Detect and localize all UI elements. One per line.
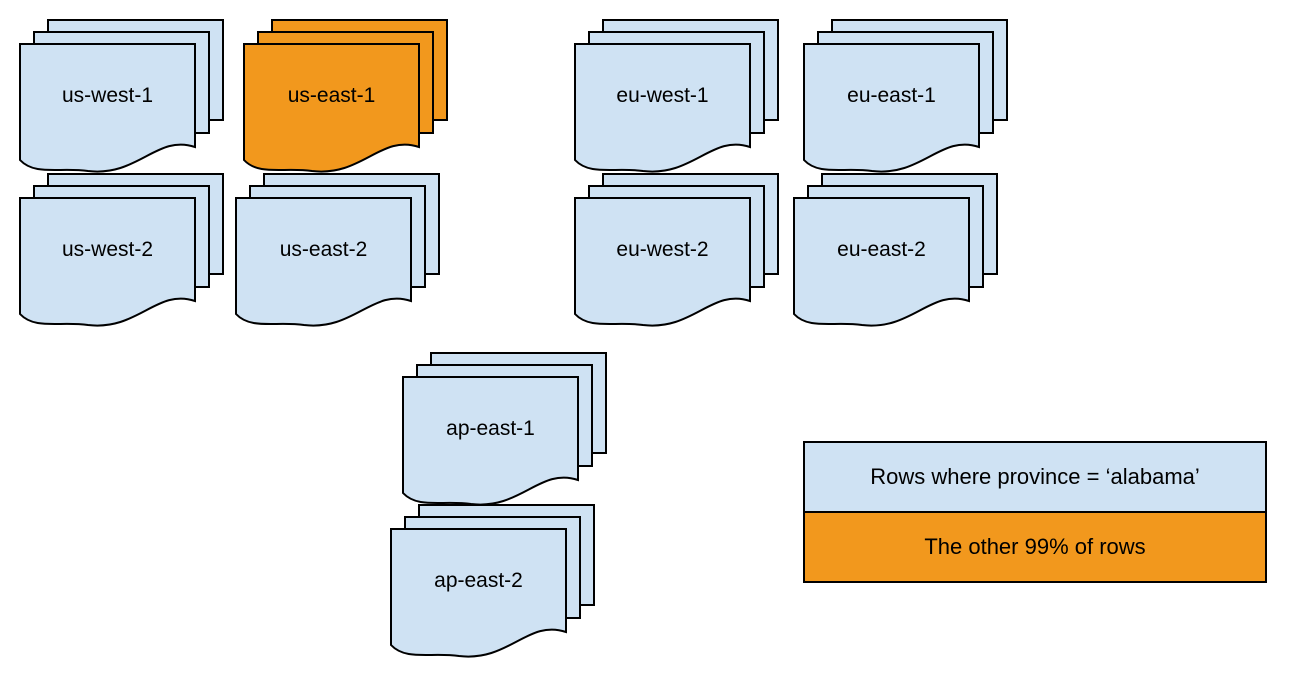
document-stack-graphic — [793, 173, 998, 327]
region-label: ap-east-1 — [446, 416, 535, 440]
region-label: us-east-2 — [279, 237, 368, 261]
document-stack-eu-west-2: eu-west-2 — [574, 173, 780, 331]
document-stack-graphic — [402, 352, 607, 506]
document-sheet-front — [402, 376, 579, 506]
document-sheet-front — [235, 197, 412, 327]
document-stack-us-east-1: us-east-1 — [243, 19, 449, 177]
legend: Rows where province = ‘alabama’ The othe… — [803, 441, 1267, 583]
document-sheet-front — [243, 43, 420, 173]
document-sheet-front — [19, 43, 196, 173]
document-stack-graphic — [235, 173, 440, 327]
document-stack-graphic — [19, 173, 224, 327]
document-stack-graphic — [243, 19, 448, 173]
document-stack-eu-east-2: eu-east-2 — [793, 173, 999, 331]
document-sheet-front — [793, 197, 970, 327]
document-stack-us-east-2: us-east-2 — [235, 173, 441, 331]
document-sheet-front — [574, 197, 751, 327]
document-stack-us-west-1: us-west-1 — [19, 19, 225, 177]
document-sheet-front — [390, 528, 567, 658]
document-stack-us-west-2: us-west-2 — [19, 173, 225, 331]
document-stack-graphic — [803, 19, 1008, 173]
document-stack-ap-east-1: ap-east-1 — [402, 352, 608, 510]
document-sheet-front — [19, 197, 196, 327]
region-label: eu-west-2 — [616, 237, 709, 261]
document-stack-graphic — [574, 173, 779, 327]
legend-item-alabama-rows: Rows where province = ‘alabama’ — [805, 443, 1265, 511]
region-label: us-west-2 — [61, 237, 154, 261]
region-label: us-west-1 — [61, 83, 154, 107]
document-sheet-front — [574, 43, 751, 173]
region-label: eu-east-2 — [837, 237, 926, 261]
region-label: eu-west-1 — [616, 83, 709, 107]
document-stack-graphic — [19, 19, 224, 173]
document-stack-eu-west-1: eu-west-1 — [574, 19, 780, 177]
document-sheet-front — [803, 43, 980, 173]
legend-item-other-rows: The other 99% of rows — [805, 511, 1265, 581]
region-label: eu-east-1 — [847, 83, 936, 107]
document-stack-eu-east-1: eu-east-1 — [803, 19, 1009, 177]
region-label: us-east-1 — [287, 83, 376, 107]
document-stack-ap-east-2: ap-east-2 — [390, 504, 596, 662]
region-label: ap-east-2 — [434, 568, 523, 592]
document-stack-graphic — [390, 504, 595, 658]
document-stack-graphic — [574, 19, 779, 173]
